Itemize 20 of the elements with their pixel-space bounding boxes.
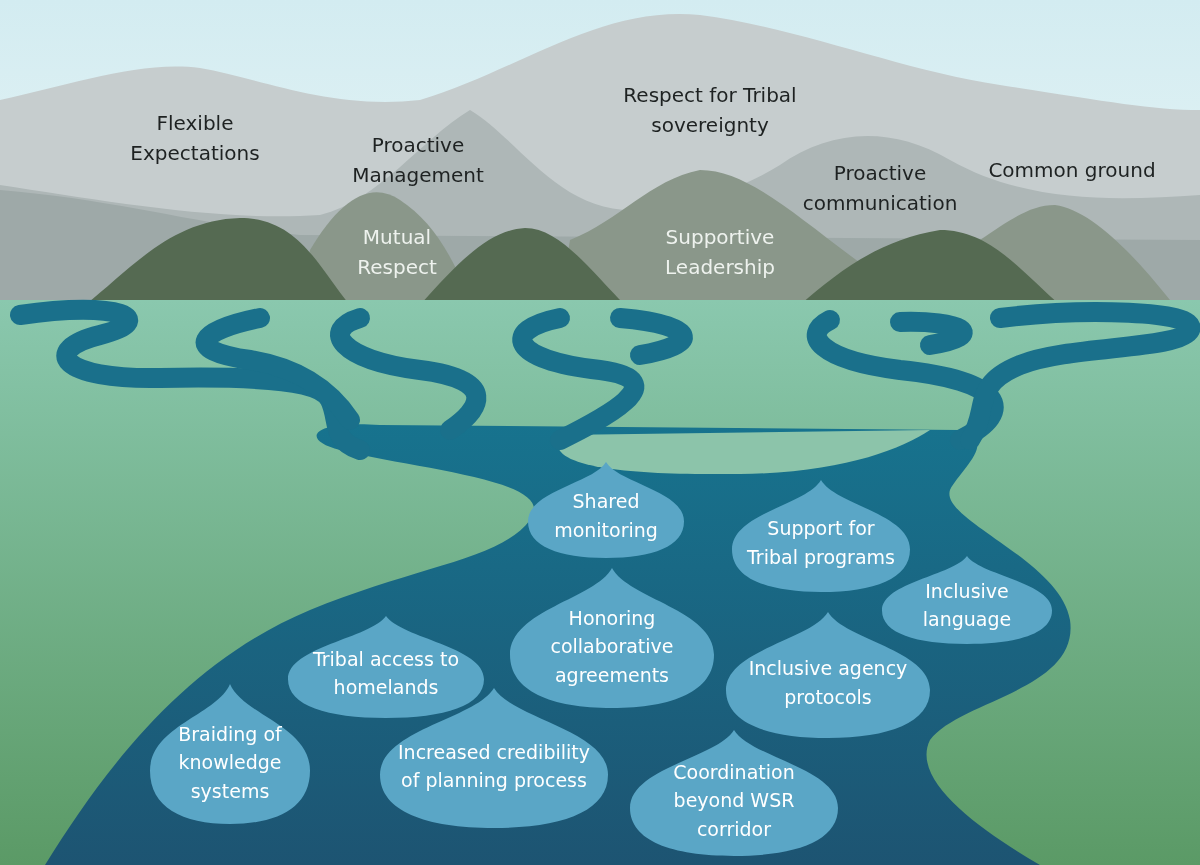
water-drop <box>150 684 310 824</box>
water-drop <box>528 462 684 558</box>
mountain-label: Flexible Expectations <box>110 108 280 168</box>
drop-label: Inclusive language <box>921 578 1013 633</box>
drop-label: Increased credibility of planning process <box>397 739 591 794</box>
water-drop <box>510 568 714 708</box>
mountain-label: Respect for Tribal sovereignty <box>595 80 825 140</box>
drop-label: Coordination beyond WSR corridor <box>672 759 796 842</box>
drop-label: Braiding of knowledge systems <box>177 721 283 804</box>
mountain-label: Common ground <box>972 155 1172 185</box>
mountain-label: Proactive communication <box>785 158 975 218</box>
drop-label: Inclusive agency protocols <box>747 656 909 710</box>
water-drop <box>630 730 838 856</box>
water-drop <box>732 480 910 592</box>
drop-label: Tribal access to homelands <box>311 646 461 701</box>
drop-label: Honoring collaborative agreements <box>549 605 675 688</box>
drop-label: Shared monitoring <box>553 489 659 543</box>
drop-label: Support for Tribal programs <box>746 516 896 570</box>
mountain-label: Proactive Management <box>333 130 503 190</box>
water-drop <box>288 616 484 718</box>
